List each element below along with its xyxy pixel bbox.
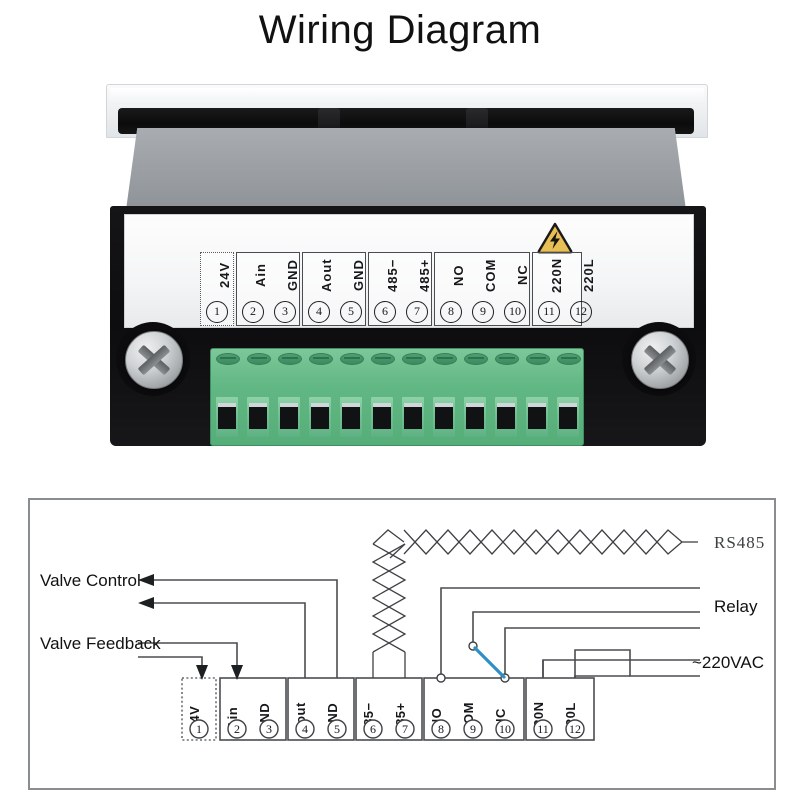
terminal-number: 11	[538, 301, 560, 323]
wiring-schematic-panel: 24V 1 Ain 2 GND 3 Aout 4 GND 5 485− 6 48…	[28, 498, 776, 790]
faceplate-terminal-1: 24V 1	[202, 252, 232, 326]
rs485-label: RS485	[714, 533, 765, 552]
faceplate-terminal-2: Ain 2	[238, 252, 268, 326]
wire-no-relay	[440, 587, 700, 678]
arrow-valve-control-1	[138, 574, 154, 586]
schematic-terminal-5: GND 5	[325, 703, 347, 739]
arrow-feedback-gnd	[196, 665, 208, 680]
faceplate-terminal-3: GND 3	[270, 252, 300, 326]
schematic-terminal-9: COM 9	[461, 702, 483, 739]
schematic-group-analog-in	[219, 677, 287, 741]
terminal-number: 4	[308, 301, 330, 323]
svg-text:11: 11	[537, 722, 549, 736]
faceplate-terminal-7: 485+ 7	[402, 252, 432, 326]
svg-text:10: 10	[499, 722, 511, 736]
schematic-group-rs485	[355, 677, 423, 741]
mains-label: ~220VAC	[692, 653, 764, 672]
node-no-terminal	[436, 673, 446, 683]
svg-text:6: 6	[370, 722, 376, 736]
schematic-terminal-8: NO 8	[429, 708, 451, 739]
wire-220l-path	[574, 649, 700, 678]
terminal-label: GND	[285, 259, 300, 291]
device-photo: 24V 1 Ain 2 GND 3 Aout 4 GND 5 485− 6 48…	[100, 80, 720, 480]
svg-text:3: 3	[266, 722, 272, 736]
faceplate-terminal-4: Aout 4	[304, 252, 334, 326]
wire-valve-feedback-ain	[138, 642, 238, 665]
wire-com-relay	[472, 611, 700, 646]
terminal-label: Ain	[253, 263, 268, 287]
arrow-feedback-ain	[231, 665, 243, 680]
svg-text:12: 12	[569, 722, 581, 736]
schematic-terminal-6: 485− 6	[361, 702, 383, 739]
terminal-label: 220L	[581, 258, 596, 292]
faceplate-terminal-8: NO 8	[436, 252, 466, 326]
green-terminal-block	[210, 348, 584, 446]
schematic-group-analog-out	[287, 677, 355, 741]
svg-text:4: 4	[302, 722, 308, 736]
terminal-number: 3	[274, 301, 296, 323]
terminal-label: GND	[351, 259, 366, 291]
terminal-label: 485+	[417, 258, 432, 292]
terminal-label: 24V	[217, 261, 232, 289]
svg-text:5: 5	[334, 722, 340, 736]
arrow-valve-control-2	[138, 597, 154, 609]
faceplate-terminal-legend: 24V 1 Ain 2 GND 3 Aout 4 GND 5 485− 6 48…	[200, 252, 596, 326]
relay-contact-switch	[473, 646, 506, 679]
schematic-terminal-7: 485+ 7	[393, 702, 415, 739]
faceplate-terminal-11: 220N 11	[534, 252, 564, 326]
valve-feedback-label: Valve Feedback	[40, 634, 161, 653]
device-top-face	[126, 128, 686, 210]
terminal-number: 12	[570, 301, 592, 323]
mounting-screw-left	[125, 331, 183, 389]
faceplate-terminal-9: COM 9	[468, 252, 498, 326]
schematic-terminal-10: NC 10	[493, 708, 515, 739]
terminal-label: 485−	[385, 258, 400, 292]
svg-text:8: 8	[438, 722, 444, 736]
high-voltage-warning-icon	[537, 222, 573, 254]
terminal-label: 220N	[549, 257, 564, 293]
terminal-number: 5	[340, 301, 362, 323]
wire-valve-feedback-gnd	[138, 656, 203, 665]
valve-control-label: Valve Control	[40, 571, 141, 590]
wire-nc-relay	[504, 627, 700, 678]
terminal-label: NC	[515, 264, 530, 286]
terminal-number: 10	[504, 301, 526, 323]
schematic-terminal-12: 220L 12	[563, 702, 585, 739]
faceplate-terminal-6: 485− 6	[370, 252, 400, 326]
schematic-terminal-2: Ain 2	[225, 707, 247, 739]
schematic-group-mains	[525, 677, 595, 741]
terminal-number: 9	[472, 301, 494, 323]
svg-text:9: 9	[470, 722, 476, 736]
faceplate-terminal-5: GND 5	[336, 252, 366, 326]
faceplate-terminal-10: NC 10	[500, 252, 530, 326]
faceplate-terminal-12: 220L 12	[566, 252, 596, 326]
terminal-number: 2	[242, 301, 264, 323]
schematic-terminal-11: 220N 11	[531, 701, 553, 739]
terminal-number: 6	[374, 301, 396, 323]
schematic-terminal-1: 24V 1	[187, 706, 209, 739]
schematic-terminal-3: GND 3	[257, 703, 279, 739]
svg-text:7: 7	[402, 722, 408, 736]
terminal-label: NO	[451, 264, 466, 286]
relay-label: Relay	[714, 597, 758, 616]
page-title: Wiring Diagram	[258, 8, 542, 52]
rs485-twisted-pair	[371, 529, 698, 678]
terminal-label: Aout	[319, 258, 334, 292]
schematic-terminal-4: Aout 4	[293, 702, 315, 739]
svg-text:1: 1	[196, 722, 202, 736]
terminal-number: 8	[440, 301, 462, 323]
terminal-number: 7	[406, 301, 428, 323]
schematic-group-relay	[423, 677, 525, 741]
terminal-number: 1	[206, 301, 228, 323]
terminal-label: COM	[483, 258, 498, 292]
mounting-screw-right	[631, 331, 689, 389]
wire-aout-valve-control	[154, 579, 338, 678]
wire-gnd5-valve-control	[154, 602, 306, 678]
svg-text:2: 2	[234, 722, 240, 736]
wire-220n-run	[542, 659, 700, 678]
